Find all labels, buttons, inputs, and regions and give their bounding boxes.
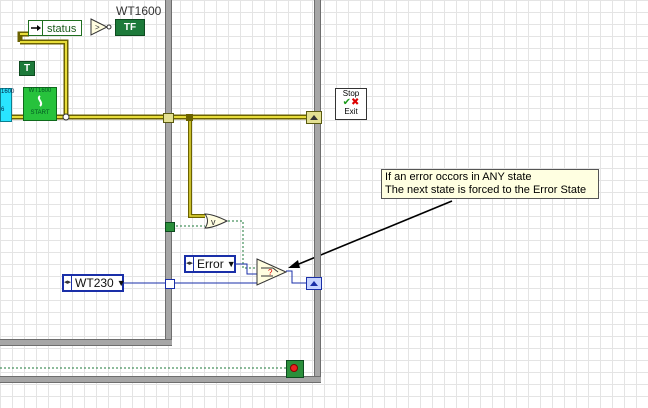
not-icon[interactable]: > bbox=[90, 17, 112, 37]
chevron-down-icon[interactable]: ▼ bbox=[226, 259, 236, 269]
start-subvi[interactable]: WT1600 START bbox=[23, 87, 57, 121]
cyan-subvi-caption: 6 bbox=[1, 107, 5, 113]
enum-tunnel-inner[interactable] bbox=[165, 279, 175, 289]
wire-junction bbox=[186, 114, 193, 121]
stop-exit-button[interactable]: Stop ✔✖ Exit bbox=[335, 88, 367, 120]
structure-frame-right[interactable] bbox=[314, 0, 321, 383]
start-subvi-title: WT1600 bbox=[28, 88, 52, 94]
enum-tag: ◂▸ bbox=[186, 257, 195, 271]
chevron-down-icon[interactable]: ▼ bbox=[116, 278, 126, 288]
error-tunnel-outer[interactable] bbox=[306, 111, 322, 124]
free-label-comment[interactable]: If an error occors in ANY state The next… bbox=[381, 169, 599, 199]
select-icon[interactable]: ? bbox=[256, 258, 288, 286]
inner-frame-right[interactable] bbox=[165, 0, 172, 346]
status-constant[interactable]: status bbox=[42, 20, 82, 36]
shift-register-tunnel[interactable] bbox=[306, 277, 322, 290]
wire-junction bbox=[62, 113, 70, 121]
cyan-subvi-title: 1600 bbox=[1, 89, 15, 95]
enum-tag: ◂▸ bbox=[64, 276, 73, 290]
or-gate-icon[interactable]: v bbox=[203, 212, 229, 230]
error-enum-constant[interactable]: ◂▸ Error ▼ bbox=[184, 255, 236, 273]
start-subvi-caption: START bbox=[30, 110, 50, 116]
boolean-wire bbox=[172, 220, 257, 269]
boolean-tunnel[interactable] bbox=[165, 222, 175, 232]
svg-text:v: v bbox=[211, 217, 216, 227]
exit-label: Exit bbox=[344, 107, 358, 116]
check-x-icon: ✔✖ bbox=[342, 97, 360, 108]
error-cluster-wire bbox=[0, 31, 312, 218]
power-icon bbox=[37, 95, 43, 107]
svg-text:?: ? bbox=[268, 268, 273, 277]
wt1600-label: WT1600 bbox=[116, 4, 162, 18]
inner-frame-bottom[interactable] bbox=[0, 339, 172, 346]
cyan-subvi[interactable]: 1600 6 bbox=[0, 88, 15, 122]
wt230-enum-constant[interactable]: ◂▸ WT230 ▼ bbox=[62, 274, 126, 292]
svg-text:>: > bbox=[95, 23, 100, 32]
error-tunnel-inner[interactable] bbox=[163, 113, 174, 123]
error-enum-value: Error bbox=[197, 257, 224, 271]
structure-frame-bottom[interactable] bbox=[0, 376, 321, 383]
enum-wire bbox=[124, 263, 308, 284]
true-constant[interactable]: T bbox=[19, 61, 35, 76]
arrow-right-icon bbox=[288, 200, 453, 268]
stop-label: Stop bbox=[342, 89, 360, 98]
wt230-enum-value: WT230 bbox=[75, 276, 114, 290]
stop-indicator-icon[interactable] bbox=[286, 360, 304, 378]
bool-tf-constant[interactable]: TF bbox=[115, 19, 145, 36]
unbundle-arrow-icon[interactable] bbox=[28, 20, 44, 36]
